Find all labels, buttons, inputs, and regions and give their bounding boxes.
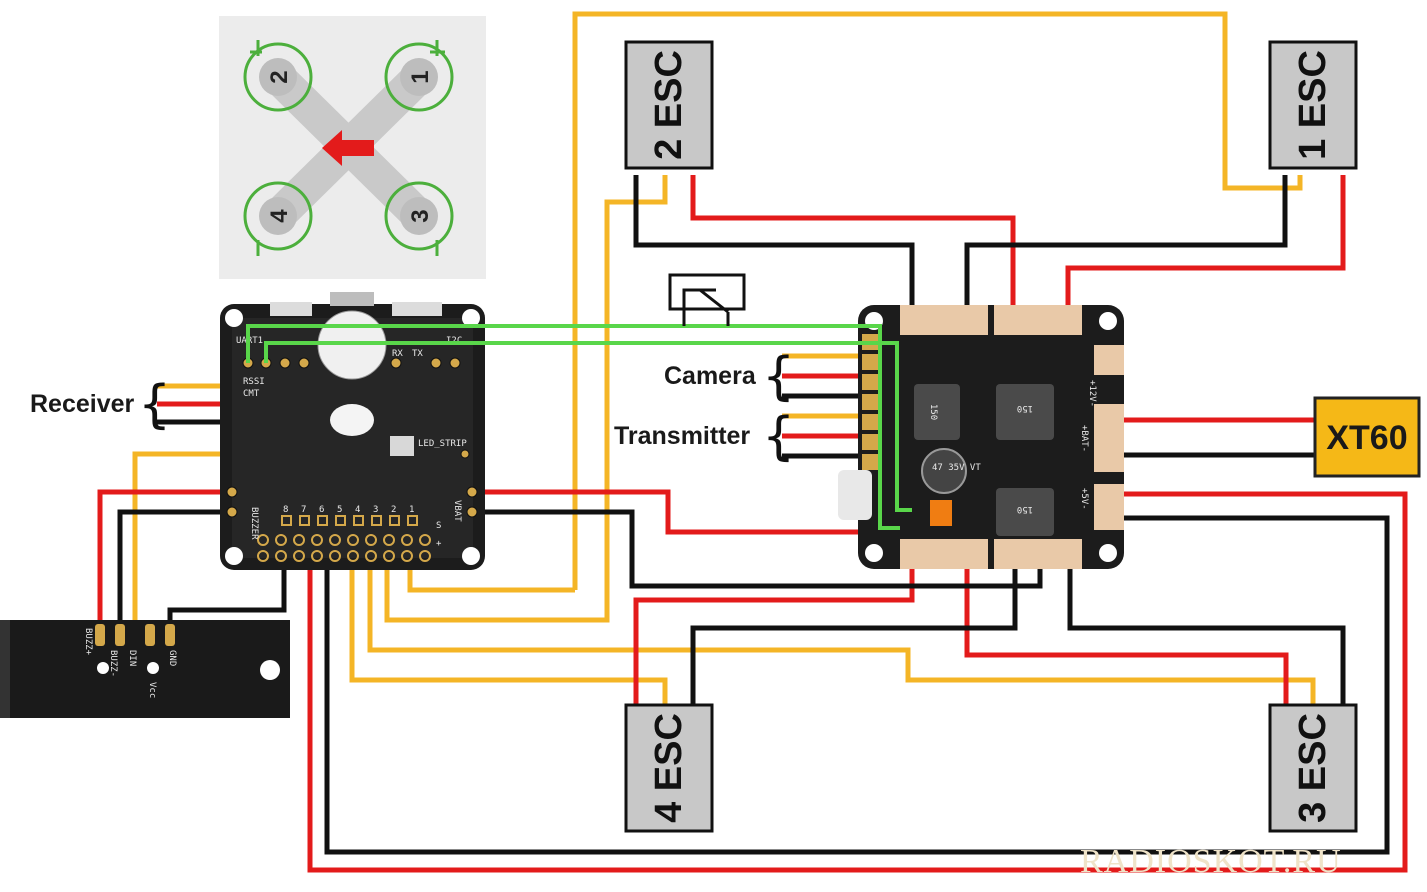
svg-text:1 ESC: 1 ESC [1292,50,1334,160]
silk-n6: 6 [319,505,324,515]
silk-n4: 4 [355,505,360,515]
silk-n5: 5 [337,505,342,515]
silk-tx: TX [412,349,423,359]
silk-buzz-plus: BUZZ+ [83,628,93,656]
silk-n1: 1 [409,505,414,515]
svg-text:1: 1 [407,70,434,83]
receiver-label: Receiver [30,390,135,418]
esc-4: 4 ESC [624,703,714,833]
silk-bat: +BAT- [1079,425,1089,452]
silk-led-strip: LED_STRIP [418,439,467,449]
buzzer-board: BUZZ+ BUZZ- DIN Vcc GND [0,620,290,718]
motor-1: 1 [384,42,454,112]
silk-vcc: Vcc [147,682,157,698]
silk-n3: 3 [373,505,378,515]
silk-rssi: RSSI [243,377,265,387]
silk-s: S [436,521,441,531]
svg-text:XT60: XT60 [1326,419,1407,457]
silk-plus: + [436,539,442,549]
svg-text:4: 4 [266,209,293,223]
silk-rx: RX [392,349,403,359]
transmitter-label: Transmitter [614,422,750,450]
capacitor: 47 35V VT [921,448,981,494]
silk-din: DIN [127,650,137,666]
motor-4: 4 [243,181,313,251]
svg-text:2 ESC: 2 ESC [648,50,690,160]
camera-brace-icon: { [762,347,795,407]
silk-vbat: VBAT [452,500,462,522]
silk-n2: 2 [391,505,396,515]
silk-buzz-minus: BUZZ- [108,650,118,677]
svg-text:4 ESC: 4 ESC [648,713,690,823]
transmitter-brace-icon: { [762,407,795,467]
silk-cmt: CMT [243,389,260,399]
motor-3: 3 [384,181,454,251]
receiver-brace-icon: { [138,375,171,435]
flight-controller: UART1 RX TX I2C RSSI CMT LED_STRIP BUZZE… [220,292,485,570]
esc-1: 1 ESC [1268,40,1358,170]
rotation-arrows [250,40,445,256]
silk-inductor-3: 150 [1017,504,1033,514]
silk-inductor-2: 150 [1017,403,1033,413]
camera-label: Camera [664,362,757,390]
svg-text:47 35V VT: 47 35V VT [932,463,981,473]
silk-buzzer: BUZZER [249,507,259,540]
svg-text:3: 3 [407,209,434,222]
silk-5v: +5V- [1079,488,1089,510]
svg-text:3 ESC: 3 ESC [1292,713,1334,823]
esc-3: 3 ESC [1268,703,1358,833]
motor-layout: 2 1 4 3 [219,16,486,279]
silk-12v: +12V- [1087,380,1097,407]
silk-inductor-1: 150 [928,404,938,420]
direction-arrow-icon [322,130,374,166]
svg-text:2: 2 [266,70,293,83]
switch-icon [668,273,746,326]
esc-2: 2 ESC [624,40,714,170]
silk-n8: 8 [283,505,288,515]
watermark: RADIOSKOT.RU [1080,843,1342,880]
silk-n7: 7 [301,505,306,515]
green-wires [246,324,912,530]
motor-2: 2 [243,42,313,112]
xt60-connector: XT60 [1313,396,1421,478]
silk-gnd: GND [167,650,177,666]
